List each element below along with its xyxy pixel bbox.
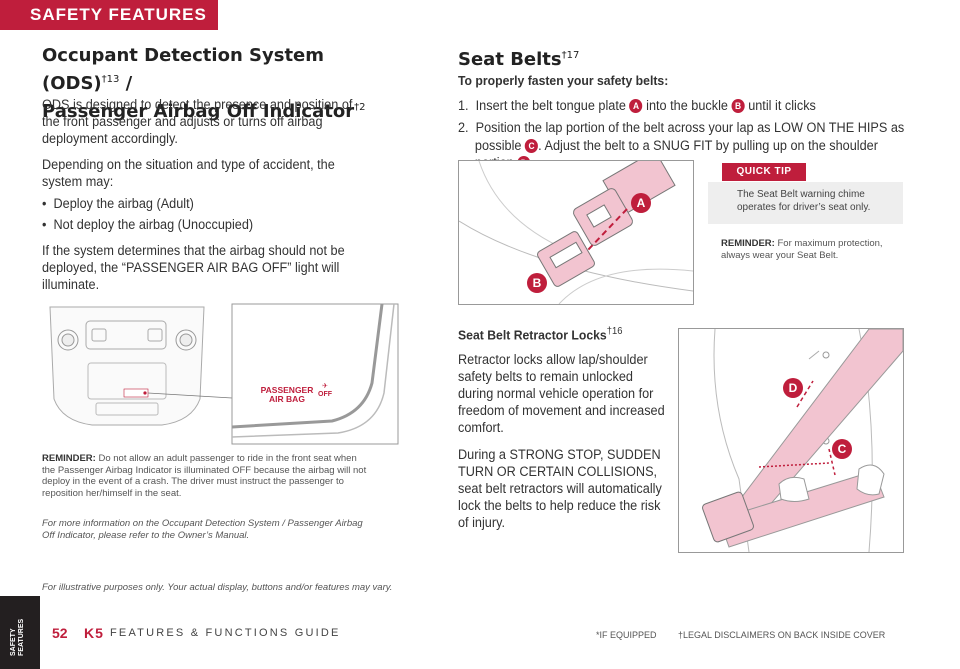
- footer-guide: FEATURES & FUNCTIONS GUIDE: [110, 627, 341, 639]
- belt-torso-illustration: D C: [678, 328, 904, 553]
- ods-title: Occupant Detection System (ODS)†13 / Pas…: [42, 45, 366, 122]
- legal-note: †LEGAL DISCLAIMERS ON BACK INSIDE COVER: [678, 630, 886, 640]
- badge-b: B: [731, 99, 745, 114]
- overhead-console-illustration: PASSENGER AIR BAG ✈ OFF: [42, 303, 400, 445]
- retractor-body: Retractor locks allow lap/shoulder safet…: [458, 352, 665, 530]
- side-section-label: SAFETY FEATURES: [0, 596, 40, 669]
- badge-d-callout: D: [783, 378, 803, 398]
- passenger-airbag-indicator: PASSENGER AIR BAG: [260, 385, 314, 404]
- quick-tip-text: The Seat Belt warning chime operates for…: [737, 189, 871, 213]
- ods-para2: Depending on the situation and type of a…: [42, 157, 335, 189]
- if-equipped-note: *IF EQUIPPED: [596, 630, 657, 640]
- ods-para3: If the system determines that the airbag…: [42, 243, 345, 292]
- belt-step-2: 2. Position the lap portion of the belt …: [458, 119, 909, 171]
- section-tab: SAFETY FEATURES: [0, 0, 218, 30]
- badge-a-callout: A: [631, 193, 651, 213]
- belts-reminder: REMINDER: For maximum protection, always…: [721, 238, 883, 261]
- belt-buckle-illustration: A B: [458, 160, 694, 305]
- airbag-off-icon: ✈ OFF: [318, 383, 332, 398]
- belt-step-1: 1. Insert the belt tongue plate A into t…: [458, 98, 816, 114]
- quick-tip-label: QUICK TIP: [722, 163, 806, 181]
- page-number: 52: [52, 625, 68, 641]
- quick-tip-box: [708, 182, 903, 224]
- badge-b-callout: B: [527, 273, 547, 293]
- ods-bullet: • Deploy the airbag (Adult): [42, 196, 194, 211]
- ods-body: ODS is designed to detect the presence a…: [42, 96, 366, 293]
- retractor-title: Seat Belt Retractor Locks†16: [458, 326, 623, 343]
- badge-c-callout: C: [832, 439, 852, 459]
- seat-belts-subtitle: To properly fasten your safety belts:: [458, 73, 669, 88]
- badge-c: C: [525, 139, 539, 154]
- footer-model: K5: [84, 625, 104, 641]
- ods-more-info: For more information on the Occupant Det…: [42, 518, 363, 541]
- ods-bullet: • Not deploy the airbag (Unoccupied): [42, 217, 254, 232]
- ods-reminder: REMINDER: Do not allow an adult passenge…: [42, 453, 367, 499]
- ods-para1: ODS is designed to detect the presence a…: [42, 97, 353, 146]
- seat-belts-title: Seat Belts†17: [458, 49, 580, 70]
- illustrative-note: For illustrative purposes only. Your act…: [42, 582, 393, 593]
- badge-a: A: [629, 99, 643, 114]
